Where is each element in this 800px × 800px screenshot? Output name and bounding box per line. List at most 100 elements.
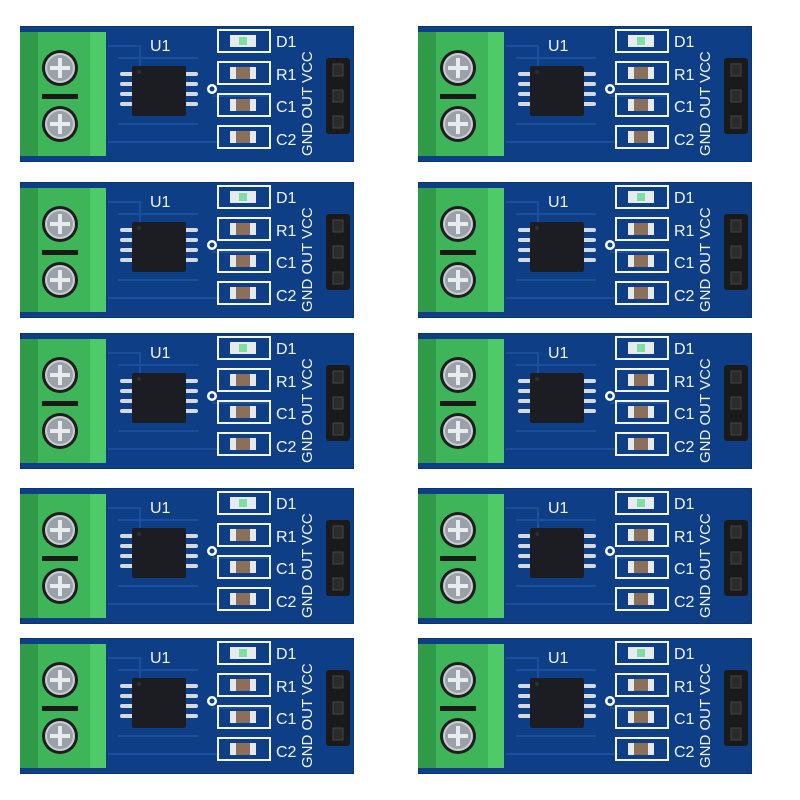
smd-component — [230, 743, 256, 755]
label-c1: C1 — [674, 406, 695, 423]
smd-component — [230, 438, 256, 450]
label-u1: U1 — [548, 500, 569, 517]
smd-component — [230, 374, 256, 386]
label-c2: C2 — [674, 744, 695, 761]
smd-component — [628, 67, 654, 79]
label-d1: D1 — [674, 34, 695, 51]
label-d1: D1 — [276, 496, 297, 513]
screw-icon — [42, 718, 78, 754]
screw-icon — [42, 357, 78, 393]
ic-chip — [132, 528, 186, 578]
ic-chip — [530, 678, 584, 728]
ic-chip — [530, 528, 584, 578]
label-c1: C1 — [276, 561, 297, 578]
label-u1: U1 — [548, 194, 569, 211]
smd-component — [230, 406, 256, 418]
smd-component — [230, 529, 256, 541]
smd-component — [230, 223, 256, 235]
label-r1: R1 — [276, 679, 297, 696]
label-c1: C1 — [276, 406, 297, 423]
ic-chip — [132, 66, 186, 116]
screw-icon — [440, 662, 476, 698]
smd-component — [230, 131, 256, 143]
smd-component — [230, 711, 256, 723]
label-d1: D1 — [674, 190, 695, 207]
label-d1: D1 — [674, 496, 695, 513]
smd-component — [628, 593, 654, 605]
smd-component — [628, 679, 654, 691]
label-d1: D1 — [276, 34, 297, 51]
label-r1: R1 — [276, 67, 297, 84]
label-d1: D1 — [674, 341, 695, 358]
smd-component — [230, 67, 256, 79]
label-u1: U1 — [548, 345, 569, 362]
smd-component — [230, 255, 256, 267]
smd-component — [628, 255, 654, 267]
label-r1: R1 — [674, 223, 695, 240]
label-u1: U1 — [548, 650, 569, 667]
label-r1: R1 — [674, 374, 695, 391]
smd-component — [628, 529, 654, 541]
ic-chip — [132, 373, 186, 423]
screw-icon — [440, 262, 476, 298]
ic-chip — [132, 678, 186, 728]
screw-icon — [440, 206, 476, 242]
smd-component — [628, 287, 654, 299]
label-u1: U1 — [150, 345, 171, 362]
label-c2: C2 — [674, 594, 695, 611]
pin-labels: GND OUT VCC — [697, 358, 714, 463]
label-r1: R1 — [276, 374, 297, 391]
screw-icon — [42, 512, 78, 548]
pin-labels: GND OUT VCC — [299, 51, 316, 156]
label-c2: C2 — [276, 439, 297, 456]
pin-labels: GND OUT VCC — [299, 207, 316, 312]
label-c2: C2 — [276, 594, 297, 611]
label-u1: U1 — [150, 650, 171, 667]
smd-component — [230, 561, 256, 573]
label-c2: C2 — [674, 288, 695, 305]
screw-icon — [42, 106, 78, 142]
smd-component — [628, 99, 654, 111]
screw-icon — [440, 357, 476, 393]
smd-component — [628, 743, 654, 755]
label-u1: U1 — [150, 38, 171, 55]
pin-labels: GND OUT VCC — [697, 513, 714, 618]
screw-icon — [440, 718, 476, 754]
screw-icon — [440, 106, 476, 142]
label-c2: C2 — [276, 132, 297, 149]
label-c1: C1 — [674, 99, 695, 116]
smd-component — [230, 593, 256, 605]
screw-icon — [42, 413, 78, 449]
label-c1: C1 — [674, 561, 695, 578]
label-u1: U1 — [548, 38, 569, 55]
smd-component — [628, 374, 654, 386]
label-c2: C2 — [674, 439, 695, 456]
label-r1: R1 — [276, 223, 297, 240]
pin-labels: GND OUT VCC — [299, 358, 316, 463]
label-r1: R1 — [674, 679, 695, 696]
label-c2: C2 — [674, 132, 695, 149]
smd-component — [628, 561, 654, 573]
screw-icon — [42, 262, 78, 298]
smd-component — [628, 438, 654, 450]
label-u1: U1 — [150, 500, 171, 517]
smd-component — [628, 223, 654, 235]
screw-icon — [42, 206, 78, 242]
label-c2: C2 — [276, 744, 297, 761]
smd-component — [230, 99, 256, 111]
ic-chip — [530, 222, 584, 272]
pin-labels: GND OUT VCC — [697, 207, 714, 312]
pin-labels: GND OUT VCC — [299, 513, 316, 618]
smd-component — [230, 287, 256, 299]
label-r1: R1 — [276, 529, 297, 546]
label-c2: C2 — [276, 288, 297, 305]
screw-icon — [42, 568, 78, 604]
